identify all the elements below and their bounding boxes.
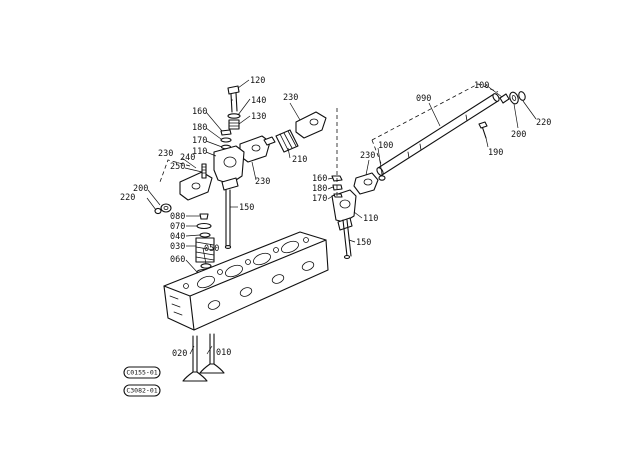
label-130: 130 bbox=[251, 112, 266, 122]
label-250: 250 bbox=[170, 162, 185, 172]
label-200-left: 200 bbox=[133, 184, 148, 194]
screw-190 bbox=[478, 121, 488, 139]
clip-220-left bbox=[154, 207, 162, 215]
label-170-left: 170 bbox=[192, 136, 207, 146]
nuts-washers-right bbox=[331, 175, 343, 198]
label-180-left: 180 bbox=[192, 123, 207, 133]
badge-top-text: C0155-01 bbox=[126, 369, 157, 377]
clip-220-right bbox=[518, 91, 526, 101]
plug-100-small bbox=[378, 175, 386, 181]
washer-200-right bbox=[509, 91, 519, 105]
rocker-arm-230-right bbox=[353, 172, 379, 195]
label-200-right: 200 bbox=[511, 130, 526, 140]
valve-cotter-080 bbox=[199, 213, 209, 220]
label-040: 040 bbox=[170, 232, 185, 242]
label-060: 060 bbox=[170, 255, 185, 265]
label-230-upper: 230 bbox=[283, 93, 298, 103]
label-230-right: 230 bbox=[360, 151, 375, 161]
left-bracket-dash bbox=[159, 159, 191, 183]
washer-140 bbox=[227, 113, 241, 119]
leader-lines bbox=[146, 79, 537, 355]
push-rod-150-right bbox=[342, 219, 352, 260]
spring-250 bbox=[201, 163, 207, 179]
spring-retainer-070 bbox=[196, 222, 212, 230]
reference-badge-top: C0155-01 bbox=[123, 366, 161, 379]
washer-200-left bbox=[160, 203, 172, 213]
label-140: 140 bbox=[251, 96, 266, 106]
valve-spring-030 bbox=[195, 237, 215, 263]
rocker-arm-230-middle bbox=[239, 135, 276, 163]
reference-badge-bottom: C3082-01 bbox=[123, 384, 161, 397]
rocker-bracket-110-left bbox=[213, 145, 245, 191]
label-240: 240 bbox=[180, 153, 195, 163]
part-labels: 120 140 130 160 180 170 110 230 210 230 … bbox=[120, 76, 551, 359]
label-220-right: 220 bbox=[536, 118, 551, 128]
label-110-left: 110 bbox=[192, 147, 207, 157]
label-160-right: 160 bbox=[312, 174, 327, 184]
label-020: 020 bbox=[172, 349, 187, 359]
label-160-left: 160 bbox=[192, 107, 207, 117]
label-100-shaft: 100 bbox=[474, 81, 489, 91]
label-170-right: 170 bbox=[312, 194, 327, 204]
label-180-right: 180 bbox=[312, 184, 327, 194]
push-rod-150-left bbox=[224, 189, 232, 249]
valve-cap-040 bbox=[199, 232, 211, 238]
rocker-bracket-110-right bbox=[331, 189, 357, 231]
label-210: 210 bbox=[292, 155, 307, 165]
rocker-shaft-090 bbox=[376, 93, 500, 176]
label-150-left: 150 bbox=[239, 203, 254, 213]
label-080: 080 bbox=[170, 212, 185, 222]
rocker-arm-230-upper bbox=[295, 111, 327, 139]
label-120: 120 bbox=[250, 76, 265, 86]
label-050: 050 bbox=[204, 244, 219, 254]
bolt-120 bbox=[227, 85, 240, 113]
cylinder-head bbox=[163, 231, 329, 331]
label-220-left: 220 bbox=[120, 193, 135, 203]
label-230-middle: 230 bbox=[255, 177, 270, 187]
label-070: 070 bbox=[170, 222, 185, 232]
label-150-right: 150 bbox=[356, 238, 371, 248]
label-090: 090 bbox=[416, 94, 431, 104]
label-230-left: 230 bbox=[158, 149, 173, 159]
spring-130 bbox=[228, 119, 240, 130]
badge-bottom-text: C3082-01 bbox=[126, 387, 157, 395]
label-010: 010 bbox=[216, 348, 231, 358]
shaft-plug-100 bbox=[499, 93, 510, 104]
label-100-small: 100 bbox=[378, 141, 393, 151]
rocker-arm-230-left bbox=[179, 171, 213, 201]
spring-210 bbox=[275, 129, 299, 153]
nut-160-left bbox=[220, 129, 232, 136]
washer-180-left bbox=[220, 137, 232, 143]
valve-020 bbox=[182, 335, 208, 382]
label-110-right: 110 bbox=[363, 214, 378, 224]
label-030: 030 bbox=[170, 242, 185, 252]
label-190: 190 bbox=[488, 148, 503, 158]
